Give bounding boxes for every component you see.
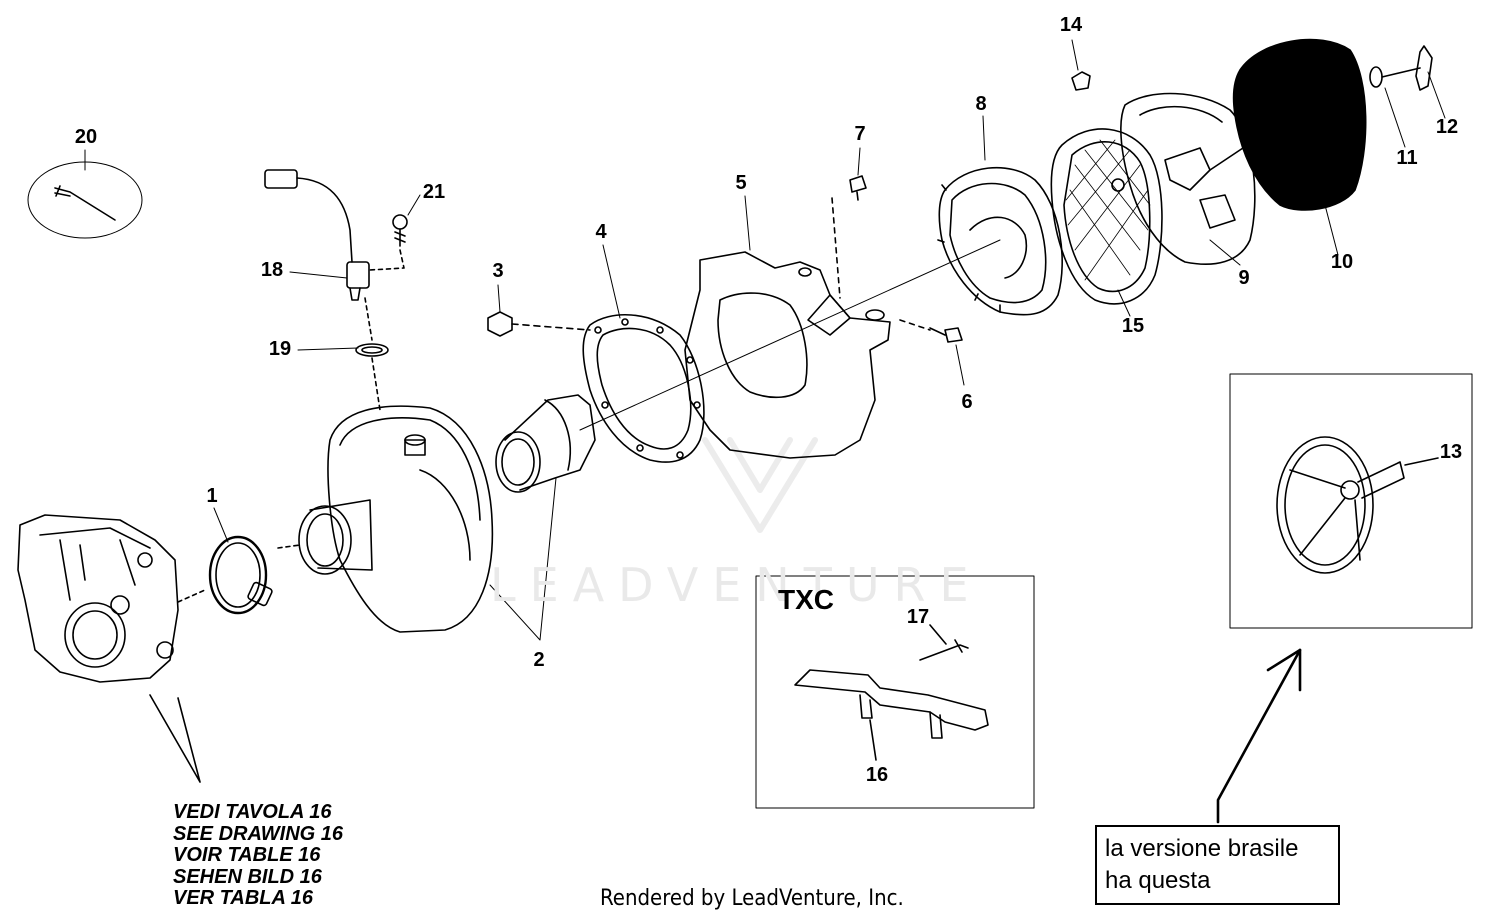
brazil-note: la versione brasile ha questa <box>1095 825 1340 905</box>
brazil-box <box>1229 373 1473 629</box>
callout-17: 17 <box>906 606 930 628</box>
part-15-screen <box>1050 128 1163 305</box>
callout-8: 8 <box>975 93 987 115</box>
txc-label: TXC <box>778 584 834 615</box>
part-19-oring <box>355 343 389 411</box>
callout-1: 1 <box>206 485 218 507</box>
callout-6: 6 <box>961 391 973 413</box>
callout-4: 4 <box>595 221 607 243</box>
callout-21: 21 <box>422 181 446 203</box>
arrow <box>1216 648 1302 824</box>
callout-19: 19 <box>268 338 292 360</box>
reference-note: VER TABLA 16 <box>173 887 314 909</box>
part-13-cover-variant <box>1276 436 1439 574</box>
callout-10: 10 <box>1330 251 1354 273</box>
watermark-text: LEADVENTURE <box>490 558 983 612</box>
part-20-rivet <box>27 161 143 239</box>
callout-18: 18 <box>260 259 284 281</box>
reference-note: SEHEN BILD 16 <box>173 865 322 888</box>
part-7-screw <box>831 175 867 299</box>
callout-2: 2 <box>533 649 545 671</box>
txc-box <box>755 575 1035 809</box>
brazil-note-line: ha questa <box>1105 867 1211 894</box>
part-1-clamp <box>208 535 273 615</box>
callout-14: 14 <box>1059 14 1083 36</box>
part-21-screw <box>369 214 408 271</box>
callout-3: 3 <box>492 260 504 282</box>
part-8-base <box>937 166 1063 316</box>
reference-notes: VEDI TAVOLA 16 SEE DRAWING 16 VOIR TABLE… <box>173 801 344 910</box>
part-6-screw <box>899 319 963 343</box>
part-5-bracket <box>579 239 1001 459</box>
reference-note: VOIR TABLE 16 <box>173 844 321 866</box>
part-14-clip <box>1071 71 1091 91</box>
part-12-knob <box>1381 45 1433 91</box>
callout-12: 12 <box>1435 116 1459 138</box>
part-4-gasket <box>582 313 705 463</box>
callout-5: 5 <box>735 172 747 194</box>
callout-15: 15 <box>1121 315 1145 337</box>
part-2-pipe <box>495 394 596 493</box>
callout-16: 16 <box>865 764 889 786</box>
callout-20: 20 <box>74 126 98 148</box>
reference-note: VEDI TAVOLA 16 <box>173 801 332 823</box>
callout-11: 11 <box>1396 147 1418 169</box>
part-16-plate <box>794 669 989 761</box>
callout-9: 9 <box>1238 267 1250 289</box>
reference-note: SEE DRAWING 16 <box>173 822 344 845</box>
callout-7: 7 <box>854 123 866 145</box>
part-2-housing <box>277 405 494 633</box>
callout-13: 13 <box>1439 441 1463 463</box>
part-17-rivet <box>919 624 969 661</box>
part-18-sensor <box>264 169 373 341</box>
footer-credit: Rendered by LeadVenture, Inc. <box>600 886 904 911</box>
part-10-foam <box>1232 38 1367 211</box>
part-3-nut <box>487 311 591 337</box>
leader-lines <box>84 39 1446 543</box>
part-11-washer <box>1369 66 1383 88</box>
brazil-note-line: la versione brasile <box>1105 835 1299 862</box>
throttle-body <box>17 514 206 783</box>
